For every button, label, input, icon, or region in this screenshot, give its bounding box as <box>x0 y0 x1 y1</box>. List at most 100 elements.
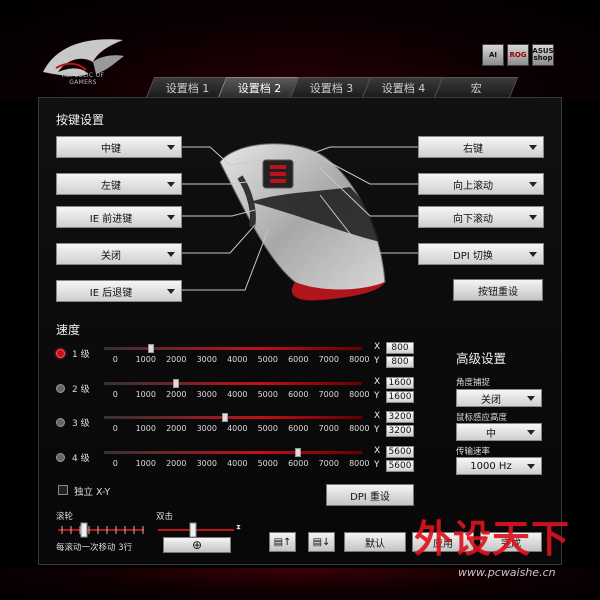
load-profile-button[interactable]: ▤↑ <box>269 532 296 552</box>
right-button-dropdown[interactable]: 右键 <box>418 136 544 158</box>
rog-small-logo-icon[interactable]: ROG <box>507 44 529 66</box>
y-dpi-input[interactable]: 800 <box>386 356 414 368</box>
speed-slider-track[interactable] <box>104 344 362 353</box>
speed-tick-label: 3000 <box>196 424 217 433</box>
tab-profile-1[interactable]: 设置档 1 <box>145 77 231 98</box>
save-profile-button[interactable]: ▤↓ <box>308 532 335 552</box>
speed-tick-label: 8000 <box>349 459 370 468</box>
x-axis-label: X <box>374 446 381 456</box>
forward-button-dropdown[interactable]: IE 前进键 <box>56 206 182 228</box>
done-button[interactable]: 完成 <box>480 532 542 552</box>
y-dpi-input[interactable]: 3200 <box>386 425 414 437</box>
tab-label: 设置档 2 <box>238 82 282 95</box>
speed-tick-label: 3000 <box>196 390 217 399</box>
dpi-switch-dropdown[interactable]: DPI 切换 <box>418 243 544 265</box>
y-axis-label: Y <box>374 425 380 435</box>
speed-tick-label: 6000 <box>288 355 309 364</box>
dropdown-arrow-icon <box>527 464 535 469</box>
speed-tick-label: 7000 <box>318 390 339 399</box>
dropdown-arrow-icon <box>167 215 175 220</box>
speed-title: 速度 <box>56 323 81 337</box>
ai-logo-icon[interactable]: AI <box>482 44 504 66</box>
lift-off-height-dropdown[interactable]: 中 <box>456 423 542 441</box>
apply-button[interactable]: 应用 <box>412 532 474 552</box>
y-dpi-input[interactable]: 5600 <box>386 460 414 472</box>
speed-slider-thumb[interactable] <box>148 344 155 353</box>
speed-level-radio[interactable] <box>56 384 65 393</box>
speed-tick-label: 4000 <box>227 390 248 399</box>
speed-tick-label: 1000 <box>135 459 156 468</box>
tab-label: 设置档 3 <box>310 82 354 95</box>
dropdown-value: 左键 <box>101 180 121 192</box>
dropdown-value: 向上滚动 <box>453 180 493 192</box>
footer-background <box>0 568 600 600</box>
speed-level-label: 2 级 <box>72 385 90 395</box>
x-dpi-input[interactable]: 1600 <box>386 377 414 389</box>
asus-shop-icon[interactable]: ASUS shop <box>532 44 554 66</box>
speed-slider-thumb[interactable] <box>172 379 179 388</box>
speed-level-radio[interactable] <box>56 418 65 427</box>
tab-label: 宏 <box>470 82 482 95</box>
button-reset-button[interactable]: 按钮重设 <box>453 279 543 301</box>
independent-xy-checkbox[interactable] <box>58 485 68 495</box>
watermark-text: 外设天下 <box>414 516 571 561</box>
speed-tick-label: 4000 <box>227 355 248 364</box>
tab-label: 设置档 4 <box>382 82 426 95</box>
speed-tick-label: 2000 <box>166 390 187 399</box>
speed-tick-label: 5000 <box>257 459 278 468</box>
side-button-dropdown[interactable]: 关闭 <box>56 243 182 265</box>
polling-rate-dropdown[interactable]: 1000 Hz <box>456 457 542 475</box>
double-click-slider[interactable]: ⧗ <box>156 522 242 538</box>
speed-tick-label: 4000 <box>227 459 248 468</box>
tab-profile-2[interactable]: 设置档 2 <box>217 77 303 98</box>
speed-slider-track[interactable] <box>104 448 362 457</box>
speed-tick-label: 2000 <box>166 355 187 364</box>
tab-profile-3[interactable]: 设置档 3 <box>289 77 375 98</box>
middle-button-dropdown[interactable]: 中键 <box>56 136 182 158</box>
x-dpi-input[interactable]: 800 <box>386 342 414 354</box>
dropdown-value: 1000 Hz <box>470 460 512 472</box>
speed-level-radio[interactable] <box>56 453 65 462</box>
speed-tick-label: 1000 <box>135 390 156 399</box>
angle-snap-dropdown[interactable]: 关闭 <box>456 389 542 407</box>
scroll-down-dropdown[interactable]: 向下滚动 <box>418 206 544 228</box>
tab-macro[interactable]: 宏 <box>433 77 519 98</box>
default-button[interactable]: 默认 <box>344 532 406 552</box>
speed-slider-track[interactable] <box>104 379 362 388</box>
speed-tick-label: 6000 <box>288 459 309 468</box>
speed-tick-label: 2000 <box>166 424 187 433</box>
y-dpi-input[interactable]: 1600 <box>386 391 414 403</box>
dropdown-arrow-icon <box>527 396 535 401</box>
x-axis-label: X <box>374 377 381 387</box>
speed-tick-label: 7000 <box>318 459 339 468</box>
rog-logo-text: REPUBLIC OF GAMERS <box>48 72 118 86</box>
speed-tick-label: 0 <box>112 355 118 364</box>
speed-tick-label: 5000 <box>257 390 278 399</box>
dropdown-value: IE 前进键 <box>89 213 133 225</box>
dropdown-value: 中 <box>486 428 496 440</box>
back-button-dropdown[interactable]: IE 后退键 <box>56 280 182 302</box>
speed-tick-label: 8000 <box>349 424 370 433</box>
test-double-click-button[interactable]: ⊕ <box>163 537 231 553</box>
scroll-up-dropdown[interactable]: 向上滚动 <box>418 173 544 195</box>
lift-off-height-label: 鼠标感应高度 <box>456 413 508 423</box>
speed-tick-label: 2000 <box>166 459 187 468</box>
x-axis-label: X <box>374 342 381 352</box>
y-axis-label: Y <box>374 460 380 470</box>
speed-slider-track[interactable] <box>104 413 362 422</box>
y-axis-label: Y <box>374 391 380 401</box>
independent-xy-label: 独立 X-Y <box>74 487 111 498</box>
x-dpi-input[interactable]: 3200 <box>386 411 414 423</box>
advanced-settings-title: 高级设置 <box>456 351 507 366</box>
x-dpi-input[interactable]: 5600 <box>386 446 414 458</box>
speed-slider-thumb[interactable] <box>221 413 228 422</box>
speed-slider-thumb[interactable] <box>294 448 301 457</box>
left-button-dropdown[interactable]: 左键 <box>56 173 182 195</box>
save-file-icon: ▤↓ <box>312 536 331 548</box>
scroll-speed-slider[interactable] <box>56 522 146 538</box>
dpi-reset-button[interactable]: DPI 重设 <box>326 484 414 506</box>
crosshair-icon: ⊕ <box>191 538 203 552</box>
speed-level-radio[interactable] <box>56 349 65 358</box>
tab-profile-4[interactable]: 设置档 4 <box>361 77 447 98</box>
